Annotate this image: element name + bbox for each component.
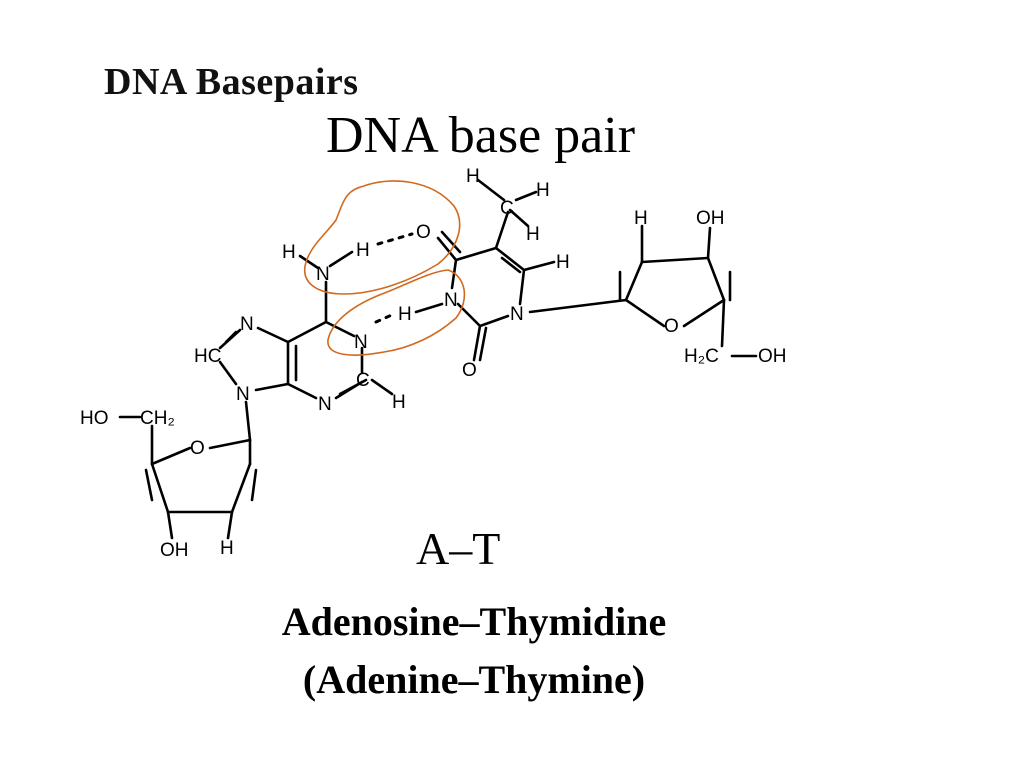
slide-title: DNA base pair — [326, 107, 636, 164]
atom-methyl-c: C — [500, 198, 514, 219]
annotation-loop-upper — [304, 180, 461, 295]
atom-adenine-amine-h: H — [282, 242, 296, 263]
atom-methyl-h-bottom: H — [526, 224, 540, 245]
atom-adenine-hc8: HC — [194, 346, 221, 367]
atom-hbond-h-top: H — [356, 240, 370, 261]
atom-ribose1-ch2-oh: OH — [758, 346, 787, 367]
atom-thymine-n1: N — [510, 304, 524, 325]
atom-methyl-h-top: H — [466, 166, 480, 187]
atom-ribose1-h2c: H₂C — [684, 346, 719, 367]
atom-adenine-amine-n: N — [316, 264, 330, 285]
heading: DNA Basepairs — [104, 61, 359, 103]
atom-ribose1-h: H — [634, 208, 648, 229]
bond-lines — [118, 178, 758, 540]
atom-labels: H H C H O H N N O H H H N N C H N N HC N… — [80, 166, 787, 561]
atom-thymine-o-bottom: O — [462, 360, 477, 381]
atom-adenine-c2: C — [356, 370, 370, 391]
caption-line-2: (Adenine–Thymine) — [302, 657, 646, 702]
atom-thymine-n3: N — [444, 290, 458, 311]
annotation-loop-lower — [327, 269, 466, 356]
atom-ribose2-ho: HO — [80, 408, 109, 429]
atom-thymine-h-ring: H — [556, 252, 570, 273]
atom-adenine-h2: H — [392, 392, 406, 413]
atom-adenine-n1: N — [354, 332, 368, 353]
atom-methyl-h-right: H — [536, 180, 550, 201]
atom-adenine-n7: N — [240, 314, 254, 335]
atom-ribose2-oh: OH — [160, 540, 189, 561]
atom-ribose2-o: O — [190, 438, 205, 459]
pair-code: A–T — [416, 523, 501, 574]
atom-ribose2-ch2: CH₂ — [140, 408, 175, 429]
atom-ribose1-oh: OH — [696, 208, 725, 229]
atom-ribose2-h: H — [220, 538, 234, 559]
hydrogen-bonds — [374, 232, 414, 324]
atom-thymine-o-top: O — [416, 222, 431, 243]
atom-adenine-n3: N — [318, 394, 332, 415]
atom-ribose1-o: O — [664, 316, 679, 337]
atom-adenine-n9: N — [236, 384, 250, 405]
atom-hbond-h-mid: H — [398, 304, 412, 325]
nh-bonds — [328, 250, 444, 314]
annotation-loops — [304, 180, 466, 356]
caption-line-1: Adenosine–Thymidine — [281, 599, 667, 644]
